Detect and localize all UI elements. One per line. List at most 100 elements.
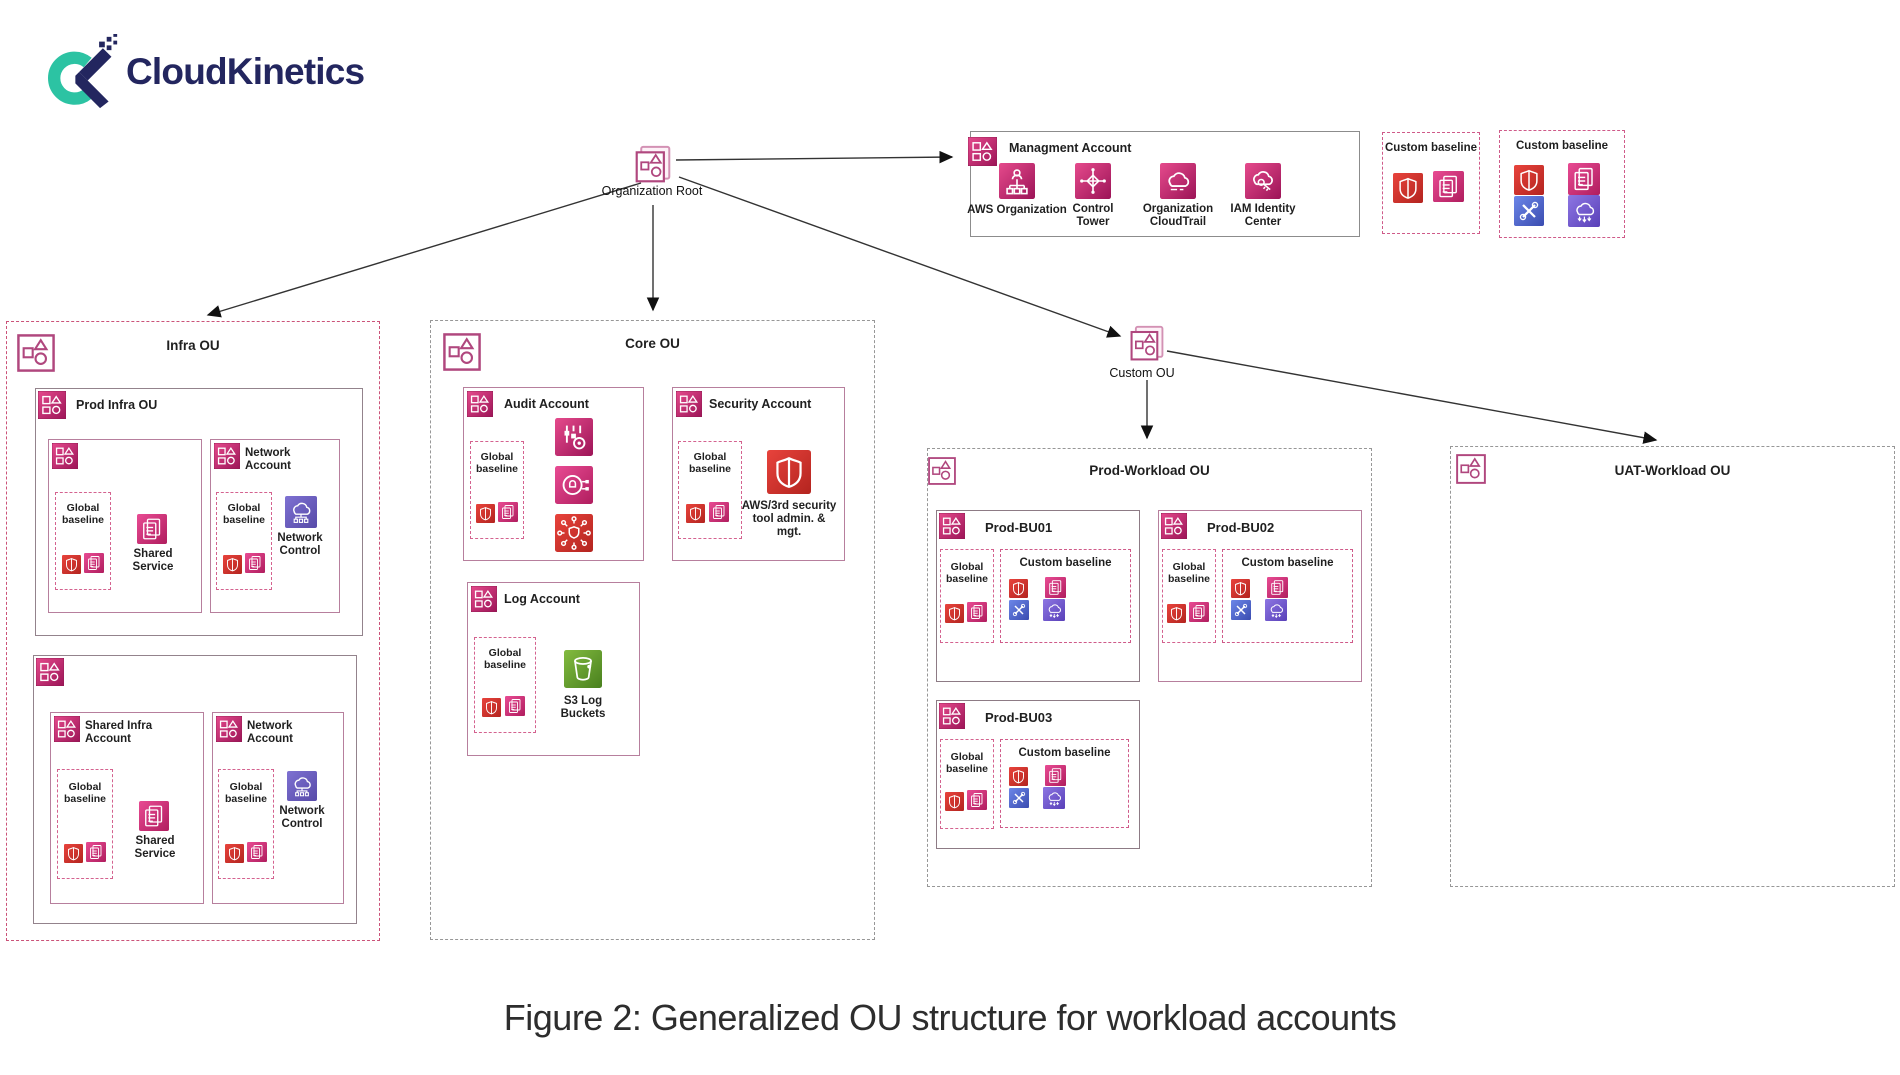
policy-clipboard-icon — [247, 842, 267, 862]
policy-clipboard-icon — [1433, 171, 1464, 202]
global-baseline-label: Global baseline — [945, 751, 989, 775]
custom-baseline-label: Custom baseline — [1241, 557, 1334, 569]
service-label: Organization CloudTrail — [1142, 203, 1214, 228]
policy-clipboard-icon — [1189, 602, 1209, 622]
global-baseline-box: Global baseline — [474, 637, 536, 733]
security-account-box: Security Account Global baseline AWS/3rd… — [672, 387, 845, 561]
shield-icon — [1009, 579, 1028, 598]
global-baseline-box: Global baseline — [470, 441, 524, 539]
prod-bu03-box: Prod-BU03 Global baseline Custom baselin… — [936, 700, 1140, 849]
custom-ou-icon — [1129, 324, 1165, 364]
config-icon — [555, 418, 593, 456]
core-ou-box: Core OU Audit Account Global baseline Se… — [430, 320, 875, 940]
global-baseline-label: Global baseline — [1167, 561, 1211, 585]
prod-bu03-title: Prod-BU03 — [985, 710, 1053, 725]
prod-workload-ou-box: Prod-Workload OU Prod-BU01 Global baseli… — [927, 448, 1372, 887]
shield-icon — [945, 792, 964, 811]
global-baseline-label: Global baseline — [63, 781, 107, 805]
aws-organizations-icon — [999, 163, 1035, 199]
shield-icon — [225, 844, 244, 863]
account-icon — [939, 703, 965, 729]
prod-bu01-box: Prod-BU01 Global baseline Custom baselin… — [936, 510, 1140, 682]
global-baseline-label: Global baseline — [945, 561, 989, 585]
network-control-icon — [285, 496, 317, 528]
global-baseline-label: Global baseline — [61, 502, 105, 526]
figure-caption: Figure 2: Generalized OU structure for w… — [503, 997, 1397, 1038]
security-hub-icon — [555, 514, 593, 552]
shared-account-box: Global baseline Shared Service — [48, 439, 202, 613]
network-control-label: Network Control — [279, 805, 325, 830]
cloud-deploy-icon — [1043, 787, 1065, 809]
cloudkinetics-logo-icon — [48, 34, 118, 109]
account-icon — [467, 391, 493, 417]
policy-clipboard-icon — [1568, 163, 1600, 195]
global-baseline-label: Global baseline — [224, 781, 268, 805]
custom-baseline-label: Custom baseline — [1018, 747, 1111, 759]
shield-icon — [476, 504, 495, 523]
policy-clipboard-icon — [967, 790, 987, 810]
uat-workload-ou-title: UAT-Workload OU — [1614, 463, 1731, 478]
management-account-box: Managment Account AWS Organization Contr… — [967, 131, 1360, 237]
s3-log-buckets-label: S3 Log Buckets — [560, 695, 606, 720]
cloud-deploy-icon — [1568, 195, 1600, 227]
policy-clipboard-icon — [1045, 765, 1066, 786]
custom-baseline-title: Custom baseline — [1515, 140, 1609, 152]
global-baseline-label: Global baseline — [475, 451, 519, 475]
service-label: IAM Identity Center — [1230, 203, 1296, 228]
custom-baseline-box: Custom baseline — [1000, 739, 1129, 828]
policy-clipboard-icon — [1267, 577, 1288, 598]
infra-ou-box: Infra OU Prod Infra OU Global baseline S… — [6, 321, 380, 941]
global-baseline-label: Global baseline — [222, 502, 266, 526]
policy-clipboard-icon — [505, 696, 525, 716]
prod-bu01-title: Prod-BU01 — [985, 520, 1053, 535]
global-baseline-box: Global baseline — [218, 769, 274, 879]
s3-bucket-icon — [564, 650, 602, 688]
brand-logo: CloudKinetics — [44, 34, 365, 110]
tools-icon — [1009, 788, 1029, 808]
shared-infra-account-title: Shared Infra Account — [85, 720, 153, 745]
shield-icon — [482, 698, 501, 717]
management-account-title: Managment Account — [1009, 141, 1132, 155]
detective-icon — [555, 466, 593, 504]
audit-account-title: Audit Account — [504, 397, 589, 411]
shared-service-label: Shared Service — [132, 548, 174, 573]
custom-baseline-box: Custom baseline — [1000, 549, 1131, 643]
account-icon — [676, 391, 702, 417]
global-baseline-label: Global baseline — [688, 451, 732, 475]
shield-icon — [62, 555, 81, 574]
shield-icon — [945, 604, 964, 623]
account-icon — [939, 513, 965, 539]
shield-icon — [1514, 165, 1544, 195]
prod-infra-ou-title: Prod Infra OU — [76, 398, 158, 412]
log-account-title: Log Account — [504, 592, 580, 606]
tools-icon — [1009, 600, 1029, 620]
account-icon — [52, 443, 78, 469]
account-icon — [471, 586, 497, 612]
prod-infra-ou-box: Prod Infra OU Global baseline Shared Ser… — [35, 388, 363, 636]
cloud-deploy-icon — [1043, 599, 1065, 621]
cloud-deploy-icon — [1265, 599, 1287, 621]
custom-ou-label: Custom OU — [1096, 366, 1188, 380]
policy-clipboard-icon — [967, 602, 987, 622]
custom-baseline-label: Custom baseline — [1019, 557, 1112, 569]
organization-root-icon — [634, 144, 672, 186]
brand-name: CloudKinetics — [126, 51, 365, 92]
account-icon — [214, 443, 240, 469]
account-icon — [38, 391, 66, 419]
audit-account-box: Audit Account Global baseline — [463, 387, 644, 561]
custom-baseline-box: Custom baseline — [1222, 549, 1353, 643]
network-account-box: Network Account Global baseline Network … — [212, 712, 344, 904]
security-tool-label: AWS/3rd security tool admin. & mgt. — [741, 500, 837, 538]
prod-bu02-title: Prod-BU02 — [1207, 520, 1275, 535]
global-baseline-box: Global baseline — [940, 549, 994, 643]
custom-baseline-title: Custom baseline — [1384, 142, 1478, 154]
service-label: AWS Organization — [967, 204, 1067, 216]
cloudtrail-icon — [1160, 163, 1196, 199]
global-baseline-label: Global baseline — [483, 647, 527, 671]
global-baseline-box: Global baseline — [678, 441, 742, 539]
shield-icon — [1167, 604, 1186, 623]
control-tower-icon — [1075, 163, 1111, 199]
policy-clipboard-icon — [86, 842, 106, 862]
